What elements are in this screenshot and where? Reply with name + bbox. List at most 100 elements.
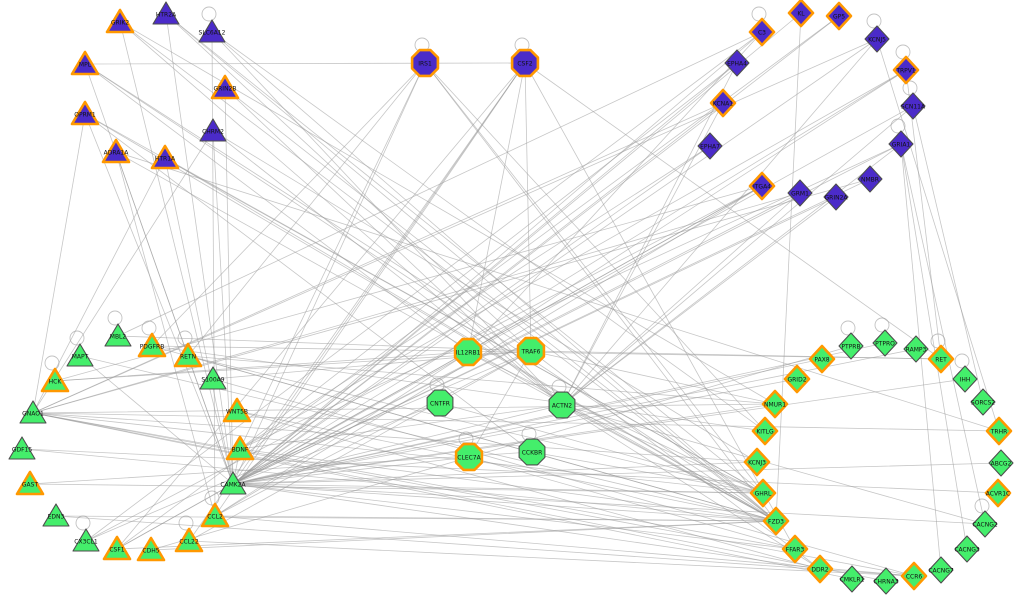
- edge-TRAF6-RET: [530, 350, 942, 360]
- edge-CCL2-CCR6: [214, 515, 915, 577]
- edge-TRPV1-BDNF: [239, 69, 907, 450]
- edge-OPRM1-GNAO1: [32, 113, 86, 414]
- node-TRPV1[interactable]: TRPV1: [892, 55, 920, 85]
- node-EDN3[interactable]: EDN3: [42, 503, 70, 527]
- edge-GRIN2B-CAMK2A: [224, 87, 234, 485]
- edge-GRIA1-CACNG2: [900, 143, 986, 525]
- node-EPHA4[interactable]: EPHA4: [724, 49, 750, 77]
- edge-OPRM1-CAMK2A: [84, 113, 234, 485]
- node-MPL[interactable]: MPL: [70, 50, 100, 76]
- self-loop-edge: [201, 6, 217, 22]
- node-ACVR1C[interactable]: ACVR1C: [984, 478, 1012, 508]
- edge-EDN3-CCR6: [55, 515, 915, 577]
- node-GNAO1[interactable]: GNAO1: [19, 400, 47, 424]
- node-CSF1[interactable]: CSF1: [102, 535, 132, 561]
- node-ABCG2[interactable]: ABCG2: [988, 449, 1014, 477]
- node-EPHA7[interactable]: EPHA7: [697, 132, 723, 160]
- node-ITGA4[interactable]: ITGA4: [748, 171, 776, 201]
- node-GRIA1[interactable]: GRIA1: [888, 130, 914, 158]
- node-GRIK2[interactable]: GRIK2: [105, 8, 135, 34]
- node-HTR2A[interactable]: HTR2A: [152, 1, 180, 25]
- edge-ACTN2-CACNG2: [561, 404, 986, 525]
- edge-CAMK2A-DDR2: [232, 483, 821, 570]
- node-GAST[interactable]: GAST: [15, 470, 45, 496]
- node-NMBR[interactable]: NMBR: [857, 165, 883, 193]
- octagon-shape: [548, 391, 576, 419]
- edge-C3-CAMK2A: [232, 31, 763, 485]
- edge-IRS1-CAMK2A: [232, 62, 426, 485]
- node-CCL22[interactable]: CCL22: [174, 527, 204, 553]
- edge-HCK-IL12RB1: [54, 351, 469, 382]
- node-CNTFR[interactable]: CNTFR: [426, 389, 454, 417]
- node-CHRM2[interactable]: CHRM2: [199, 118, 227, 142]
- triangle-shape: [137, 332, 167, 358]
- node-SCN11A[interactable]: SCN11A: [900, 92, 926, 120]
- node-HTR1A[interactable]: HTR1A: [150, 144, 180, 170]
- edge-MPL-IL12RB1: [84, 63, 469, 353]
- node-CHRNA3[interactable]: CHRNA3: [873, 567, 899, 595]
- node-CDH5[interactable]: CDH5: [136, 536, 166, 562]
- node-SLC6A12[interactable]: SLC6A12: [198, 19, 226, 43]
- node-ADRA1A[interactable]: ADRA1A: [101, 138, 131, 164]
- node-NMUR1[interactable]: NMUR1: [761, 389, 789, 419]
- diamond-shape: [751, 416, 779, 446]
- edge-ACTN2-DDR2: [561, 404, 821, 570]
- edge-CAMK2A-ACTN2: [232, 404, 563, 485]
- node-CACNG3[interactable]: CACNG3: [954, 535, 980, 563]
- node-KL[interactable]: KL: [787, 0, 815, 28]
- node-CLEC7A[interactable]: CLEC7A: [454, 442, 484, 472]
- edge-KCNA1-GNAO1: [32, 102, 724, 414]
- diamond-shape: [697, 132, 723, 160]
- edge-CSF2-CAMK2A: [232, 62, 526, 485]
- node-IHH[interactable]: IHH: [952, 365, 978, 393]
- node-CACNG2[interactable]: CACNG2: [972, 510, 998, 538]
- node-CCKBR[interactable]: CCKBR: [518, 438, 546, 466]
- node-KCNJ3[interactable]: KCNJ3: [743, 447, 771, 477]
- triangle-shape: [101, 138, 131, 164]
- node-OPRM1[interactable]: OPRM1: [70, 100, 100, 126]
- node-PTPRB[interactable]: PTPRB: [838, 332, 864, 360]
- node-SORCS2[interactable]: SORCS2: [970, 388, 996, 416]
- diamond-shape: [954, 535, 980, 563]
- edge-ACTN2-FZD3: [561, 404, 777, 522]
- node-CSF2[interactable]: CSF2: [510, 48, 540, 78]
- node-PAX8[interactable]: PAX8: [808, 344, 836, 374]
- self-loop-edge: [178, 515, 194, 531]
- edge-ITGA4-CCL2: [214, 185, 763, 517]
- edge-NMBR-GNAO1: [32, 178, 871, 414]
- node-GRIN2A[interactable]: GRIN2A: [823, 183, 849, 211]
- triangle-shape: [150, 144, 180, 170]
- diamond-shape: [927, 344, 955, 374]
- node-MBL2[interactable]: MBL2: [104, 323, 132, 347]
- node-GP5[interactable]: GP5: [825, 1, 853, 31]
- diamond-shape: [762, 506, 790, 536]
- node-GDF15[interactable]: GDF15: [8, 436, 36, 460]
- node-MAPT[interactable]: MAPT: [66, 343, 94, 367]
- edge-CSF2-TRAF6: [524, 62, 532, 352]
- edge-GRIA1-ACTN2: [561, 143, 902, 406]
- edge-GAST-CCKBR: [29, 451, 533, 485]
- edge-MPL-FZD3: [84, 63, 777, 522]
- node-CX3CL1[interactable]: CX3CL1: [72, 528, 100, 552]
- node-GRIN2B[interactable]: GRIN2B: [210, 74, 240, 100]
- node-TRAF6[interactable]: TRAF6: [516, 336, 546, 366]
- node-IL12RB1[interactable]: IL12RB1: [453, 337, 483, 367]
- node-KCNJ5[interactable]: KCNJ5: [864, 25, 890, 53]
- node-CACNG7[interactable]: CACNG7: [928, 556, 954, 584]
- node-RET[interactable]: RET: [927, 344, 955, 374]
- diamond-shape: [970, 388, 996, 416]
- edge-CHRM2-GNAO1: [32, 130, 214, 414]
- node-TRHR[interactable]: TRHR: [985, 416, 1013, 446]
- self-loop-edge: [890, 118, 906, 134]
- edge-CCL22-TRAF6: [188, 350, 532, 542]
- node-WNT5B[interactable]: WNT5B: [222, 397, 252, 423]
- node-CCL2[interactable]: CCL2: [200, 502, 230, 528]
- node-IRS1[interactable]: IRS1: [410, 48, 440, 78]
- edge-GNAO1-CCR6: [32, 412, 915, 577]
- node-PTPRO[interactable]: PTPRO: [872, 329, 898, 357]
- edge-ABCG2-CAMK2A: [232, 462, 1002, 485]
- node-CCR6[interactable]: CCR6: [900, 561, 928, 591]
- diamond-shape: [709, 88, 737, 118]
- node-ACTN2[interactable]: ACTN2: [548, 391, 576, 419]
- diamond-shape: [984, 478, 1012, 508]
